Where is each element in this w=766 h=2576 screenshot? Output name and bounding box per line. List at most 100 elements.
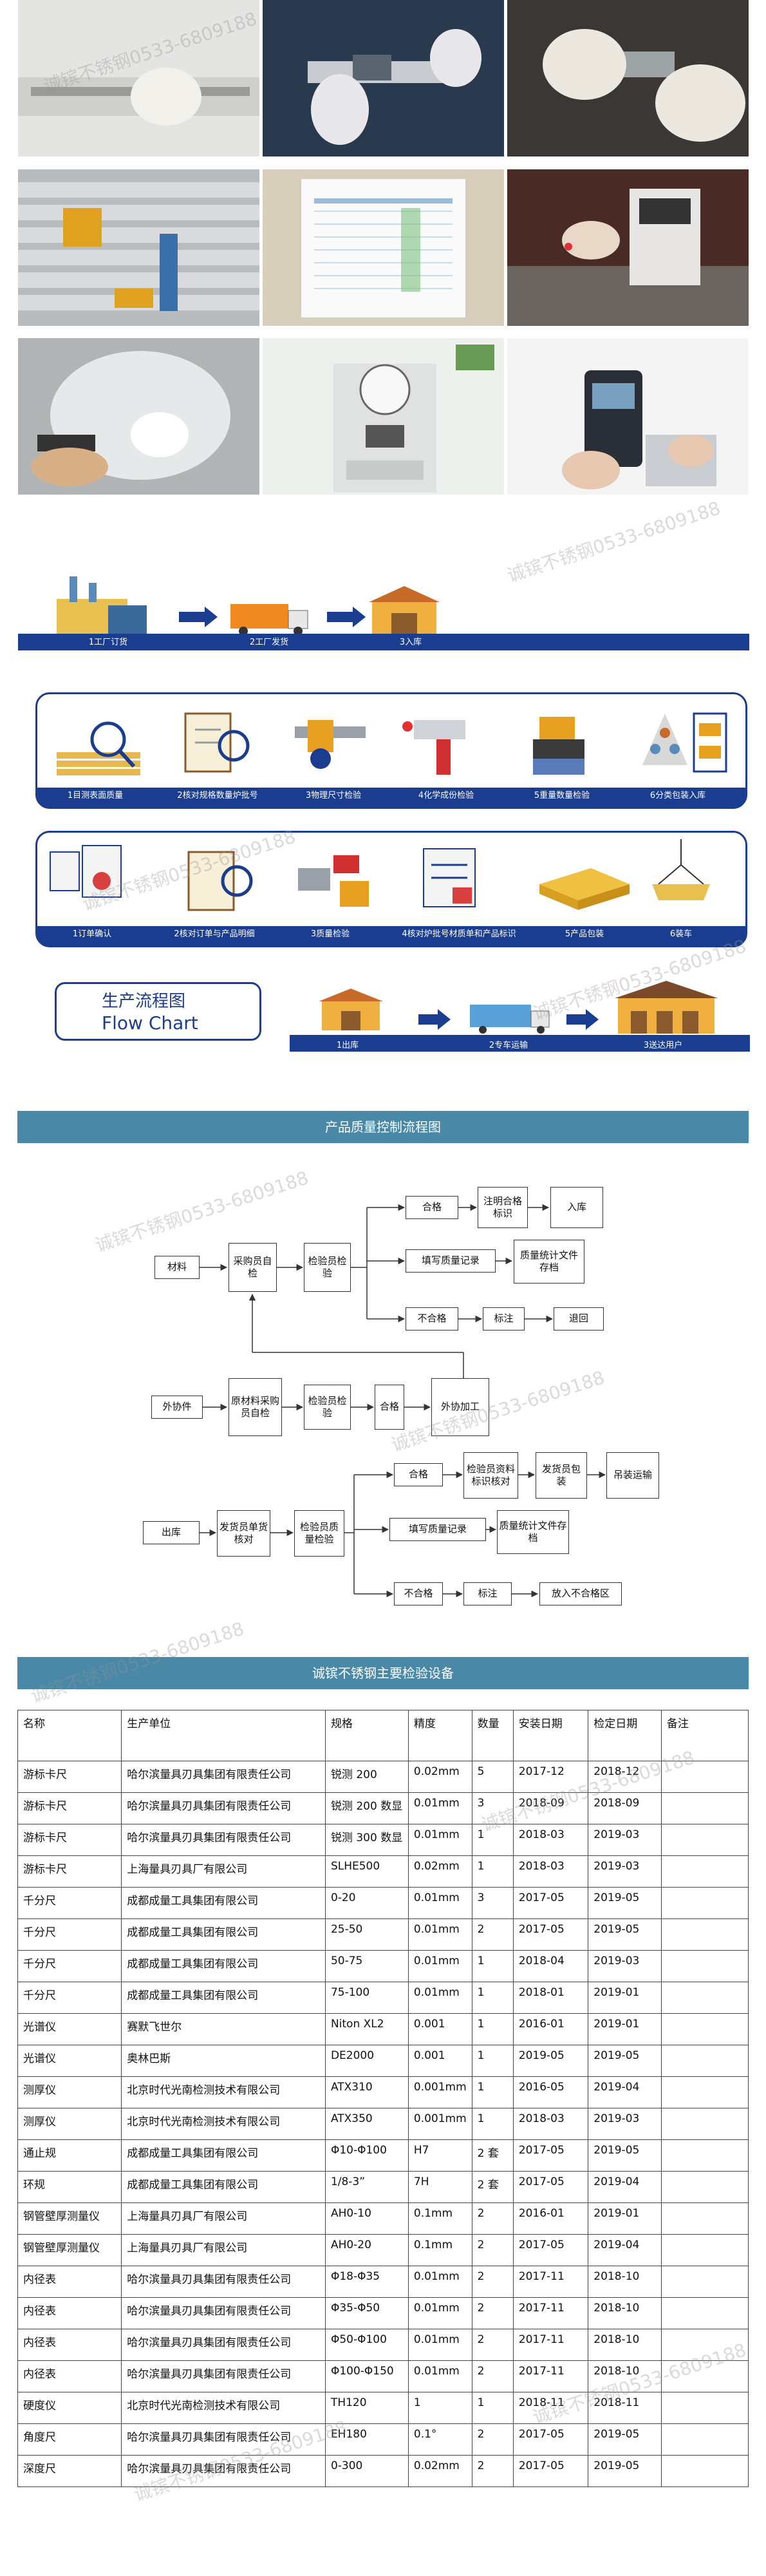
qc-box-out: 出库: [143, 1521, 200, 1544]
table-cell: [660, 2360, 749, 2392]
table-cell: [660, 2297, 749, 2329]
table-cell: 千分尺: [17, 1887, 122, 1919]
table-cell: 0.01mm: [407, 1982, 472, 2014]
qc-box-fail: 不合格: [406, 1307, 458, 1331]
qc-box-stat-file-2: 质量统计文件存档: [497, 1510, 569, 1554]
table-cell: 75-100: [324, 1982, 409, 2014]
qc-box-stat-file: 质量统计文件存档: [514, 1240, 584, 1283]
qc-box-return: 退回: [554, 1307, 604, 1331]
table-cell: Φ100-Φ150: [324, 2360, 409, 2392]
table-cell: 2017-05: [512, 2455, 589, 2487]
table-cell: 0.1mm: [407, 2202, 472, 2235]
table-cell: 游标卡尺: [17, 1855, 122, 1888]
table-cell: 测厚仪: [17, 2076, 122, 2108]
table-cell: 2019-03: [588, 1950, 662, 1982]
table-cell: 2017-05: [512, 1918, 589, 1951]
table-cell: 上海量具刃具厂有限公司: [121, 2234, 326, 2266]
table-cell: 0.001mm: [407, 2076, 472, 2108]
photo-micrometer: [507, 0, 749, 156]
table-cell: 哈尔滨量具刃具集团有限责任公司: [121, 2360, 326, 2392]
qc-box-info-check: 检验员资料标识核对: [463, 1452, 518, 1499]
table-cell: 2019-05: [588, 2423, 662, 2456]
flow-chart-label-en: Flow Chart: [102, 1012, 198, 1034]
qc-box-outsource-process: 外协加工: [431, 1378, 489, 1436]
panel-incoming-inspection: 1目测表面质量 2核对规格数量炉批号 3物理尺寸检验 4化学成份检验 5重量数量…: [35, 692, 747, 809]
photo-spectrometer-on-pipes: [18, 169, 259, 326]
table-cell: 千分尺: [17, 1918, 122, 1951]
qc-box-inspector-check: 检验员检验: [304, 1243, 351, 1292]
table-cell: 锐测 200: [324, 1761, 409, 1793]
table-cell: Φ18-Φ35: [324, 2266, 409, 2298]
table-cell: 2 套: [471, 2139, 514, 2172]
table-cell: EH180: [324, 2423, 409, 2456]
table-cell: 0.1mm: [407, 2234, 472, 2266]
table-cell: 2018-12: [588, 1761, 662, 1793]
table-cell: 哈尔滨量具刃具集团有限责任公司: [121, 2266, 326, 2298]
table-cell: 0.01mm: [407, 2329, 472, 2361]
table-cell: 0.02mm: [407, 1761, 472, 1793]
table-cell: [660, 2392, 749, 2424]
table-cell: 0.01mm: [407, 2266, 472, 2298]
table-cell: 2018-10: [588, 2329, 662, 2361]
table-cell: [660, 2013, 749, 2045]
table-cell: 2019-01: [588, 2013, 662, 2045]
table-cell: 2: [471, 2360, 514, 2392]
panel-a-step-5: 5重量数量检验: [534, 791, 590, 800]
flow-chart-label: 生产流程图 Flow Chart: [55, 982, 261, 1041]
table-cell: Niton XL2: [324, 2013, 409, 2045]
table-cell: 2018-01: [512, 1982, 589, 2014]
equipment-header-cell: 检定日期: [588, 1710, 662, 1761]
table-cell: 2018-03: [512, 1855, 589, 1888]
table-cell: 0.02mm: [407, 2455, 472, 2487]
table-cell: 2018-03: [512, 2108, 589, 2140]
table-cell: AH0-10: [324, 2202, 409, 2235]
table-cell: 2019-04: [588, 2234, 662, 2266]
table-cell: 内径表: [17, 2266, 122, 2298]
qc-box-shipper-pack: 发货员包装: [536, 1452, 587, 1499]
table-cell: 2019-05: [588, 1918, 662, 1951]
table-cell: 1: [471, 1950, 514, 1982]
table-cell: 0.01mm: [407, 1887, 472, 1919]
table-cell: DE2000: [324, 2045, 409, 2077]
table-cell: 2019-05: [588, 2045, 662, 2077]
table-cell: [660, 2171, 749, 2203]
table-cell: 北京时代光南检测技术有限公司: [121, 2392, 326, 2424]
table-cell: 哈尔滨量具刃具集团有限责任公司: [121, 2297, 326, 2329]
qc-box-fail-3: 不合格: [394, 1582, 443, 1605]
qc-box-pass: 合格: [406, 1196, 458, 1219]
table-cell: 2019-05: [588, 2455, 662, 2487]
table-cell: ATX310: [324, 2076, 409, 2108]
table-cell: 硬度仪: [17, 2392, 122, 2424]
qc-box-raw-buyer-check: 原材料采购员自检: [229, 1378, 282, 1436]
table-cell: [660, 2455, 749, 2487]
equipment-header-cell: 精度: [407, 1710, 472, 1761]
photo-digital-caliper: [263, 0, 504, 156]
table-cell: 1/8-3”: [324, 2171, 409, 2203]
equipment-header-cell: 名称: [17, 1710, 122, 1761]
table-cell: 锐测 200 数显: [324, 1792, 409, 1824]
panel-b-step-3: 3质量检验: [310, 929, 350, 939]
table-cell: 2017-11: [512, 2329, 589, 2361]
table-cell: ATX350: [324, 2108, 409, 2140]
table-cell: 2019-01: [588, 2202, 662, 2235]
table-cell: 成都成量工具集团有限公司: [121, 2171, 326, 2203]
table-cell: 0.01mm: [407, 1950, 472, 1982]
equipment-header-cell: 规格: [324, 1710, 409, 1761]
panel-a-step-4: 4化学成份检验: [418, 791, 474, 800]
panel-a-step-1: 1目测表面质量: [67, 791, 124, 800]
panel-a-bar: [37, 788, 745, 807]
panel-b-step-1: 1订单确认: [72, 929, 112, 939]
flow-top-step-1: 1工厂订货: [88, 638, 128, 647]
table-cell: 赛默飞世尔: [121, 2013, 326, 2045]
table-cell: [660, 1824, 749, 1856]
qc-banner: 产品质量控制流程图: [17, 1111, 749, 1143]
table-cell: [660, 2045, 749, 2077]
